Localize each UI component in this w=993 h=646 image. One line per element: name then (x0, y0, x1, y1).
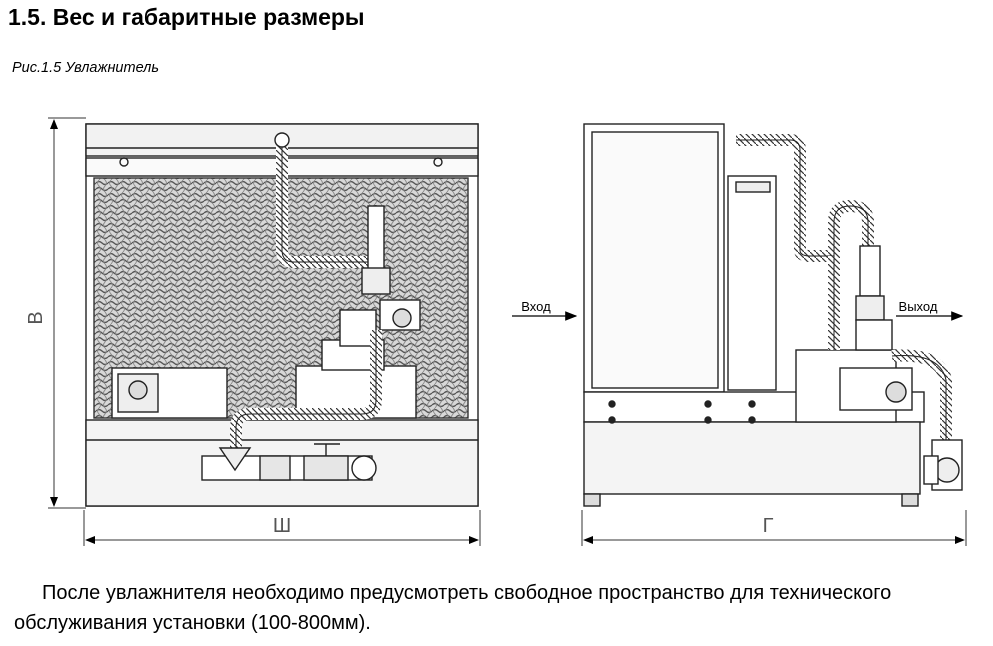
side-dimensions (581, 510, 967, 546)
body-paragraph-text: После увлажнителя необходимо предусмотре… (14, 582, 892, 634)
humidifier-drawing: В Ш (25, 117, 967, 546)
side-view (583, 123, 963, 507)
body-paragraph: После увлажнителя необходимо предусмотре… (14, 578, 974, 638)
height-label: В (25, 311, 47, 324)
front-dimensions (48, 117, 481, 546)
outlet-label: Выход (899, 299, 938, 314)
front-view (85, 123, 479, 507)
page-title: 1.5. Вес и габаритные размеры (8, 4, 365, 30)
inlet-label: Вход (521, 299, 551, 314)
figure-caption: Рис.1.5 Увлажнитель (12, 60, 159, 76)
depth-label: Г (763, 515, 774, 537)
width-label: Ш (273, 515, 291, 537)
